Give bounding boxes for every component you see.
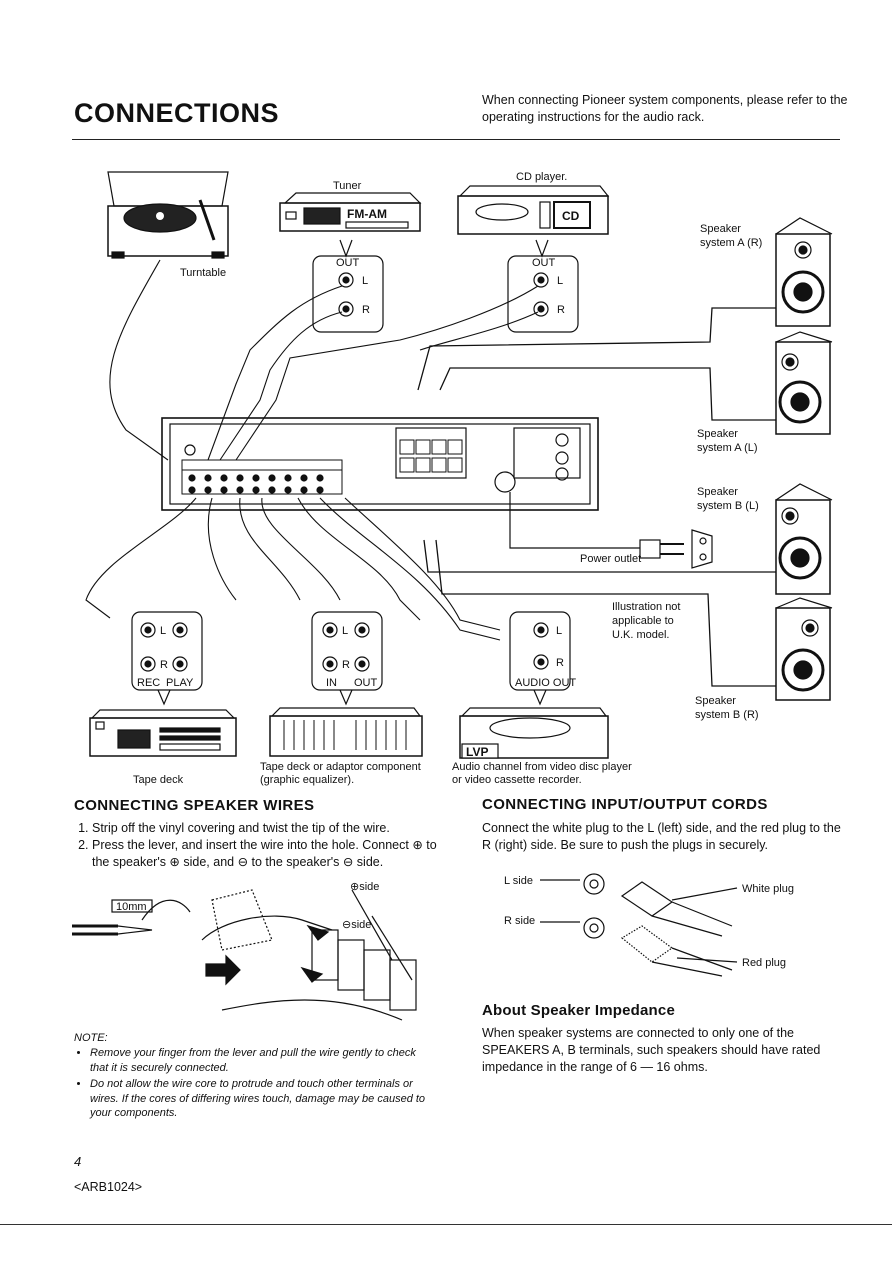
speaker-wires-section: CONNECTING SPEAKER WIRES Strip off the v… <box>74 797 444 871</box>
speaker-a-right <box>775 217 833 327</box>
svg-text:R: R <box>557 304 565 316</box>
tuner-label: Tuner <box>333 180 362 192</box>
l-side-label: L side <box>504 875 533 887</box>
footer-rule <box>0 1224 892 1225</box>
svg-text:R: R <box>362 304 370 316</box>
svg-text:OUT: OUT <box>336 257 360 269</box>
speaker-wires <box>417 307 776 687</box>
step-1: Strip off the vinyl covering and twist t… <box>92 820 444 837</box>
caption-equalizer: Tape deck or adaptor component (graphic … <box>260 761 421 786</box>
white-plug-label: White plug <box>742 883 794 895</box>
tape-deck-jacks: L R REC PLAY <box>131 611 203 706</box>
caption-video: Audio channel from video disc player or … <box>452 761 632 786</box>
svg-text:AUDIO OUT: AUDIO OUT <box>515 677 576 689</box>
speaker-wires-notes: NOTE: Remove your finger from the lever … <box>74 1032 436 1123</box>
speaker-b-l-label-1: Speaker <box>697 486 738 498</box>
svg-text:R: R <box>342 659 350 671</box>
step-2: Press the lever, and insert the wire int… <box>92 837 444 871</box>
speaker-wires-steps: Strip off the vinyl covering and twist t… <box>74 820 444 871</box>
cd-player-label: CD player. <box>516 171 567 183</box>
plug-illustration: L side R side White plug Red plug <box>504 873 794 977</box>
svg-text:PLAY: PLAY <box>166 677 194 689</box>
tuner-out-jacks: OUT L R <box>312 239 384 333</box>
power-cord <box>509 530 640 549</box>
wire-insertion-illustration: 10mm ⊕side ⊖side <box>72 881 417 1021</box>
impedance-section: About Speaker Impedance When speaker sys… <box>482 1002 844 1076</box>
page-number: 4 <box>74 1154 82 1169</box>
illustration-note-1: Illustration not <box>612 601 680 613</box>
note-2: Do not allow the wire core to protrude a… <box>90 1077 436 1121</box>
tape-deck-illustration <box>89 709 237 757</box>
speaker-b-r-label-2: system B (R) <box>695 709 759 721</box>
speaker-a-left <box>775 331 833 435</box>
svg-text:IN: IN <box>326 677 337 689</box>
power-outlet-label: Power outlet <box>580 553 641 565</box>
svg-text:L: L <box>556 625 562 637</box>
speaker-b-right <box>775 597 833 701</box>
page-title: CONNECTIONS <box>74 98 280 128</box>
connection-diagram: Turntable Tuner FM-AM CD player. CD OUT … <box>85 171 833 759</box>
red-plug-label: Red plug <box>742 957 786 969</box>
laser-disc-player-illustration: LVP <box>459 707 609 759</box>
input-cables <box>85 259 539 641</box>
speaker-a-l-label-2: system A (L) <box>697 442 758 454</box>
lvp-badge: LVP <box>466 745 488 759</box>
svg-text:OUT: OUT <box>354 677 378 689</box>
impedance-heading: About Speaker Impedance <box>482 1002 675 1019</box>
speaker-a-r-label-1: Speaker <box>700 223 741 235</box>
document-code: <ARB1024> <box>74 1180 143 1194</box>
r-side-label: R side <box>504 915 535 927</box>
equalizer-jacks: L R IN OUT <box>311 611 383 706</box>
turntable-label: Turntable <box>180 267 226 279</box>
speaker-a-r-label-2: system A (R) <box>700 237 762 249</box>
cd-out-jacks: OUT L R <box>507 239 579 333</box>
speaker-b-l-label-2: system B (L) <box>697 500 759 512</box>
svg-text:R: R <box>160 659 168 671</box>
tuner-display: FM-AM <box>347 207 387 221</box>
illustration-note-2: applicable to <box>612 615 674 627</box>
svg-text:L: L <box>160 625 166 637</box>
svg-text:L: L <box>362 275 368 287</box>
caption-tape-deck: Tape deck <box>133 774 184 786</box>
svg-text:R: R <box>556 657 564 669</box>
svg-text:L: L <box>342 625 348 637</box>
speaker-b-r-label-1: Speaker <box>695 695 736 707</box>
illustration-note-3: U.K. model. <box>612 629 669 641</box>
io-cords-section: CONNECTING INPUT/OUTPUT CORDS Connect th… <box>482 796 852 854</box>
minus-side-label: ⊖side <box>342 919 371 931</box>
dim-label: 10mm <box>116 901 147 913</box>
amplifier-rear-panel <box>161 417 599 530</box>
header-rule <box>72 139 840 140</box>
audio-out-jacks: L R AUDIO OUT <box>509 611 576 706</box>
cd-badge: CD <box>562 209 580 223</box>
cd-player-illustration: CD <box>457 185 610 235</box>
speaker-a-l-label-1: Speaker <box>697 428 738 440</box>
graphic-equalizer-illustration <box>269 707 423 757</box>
note-heading: NOTE: <box>74 1032 108 1044</box>
io-cords-text: Connect the white plug to the L (left) s… <box>482 821 841 852</box>
svg-text:OUT: OUT <box>532 257 556 269</box>
plus-side-label: ⊕side <box>350 881 379 893</box>
impedance-text: When speaker systems are connected to on… <box>482 1026 821 1074</box>
speaker-wires-heading: CONNECTING SPEAKER WIRES <box>74 797 315 814</box>
svg-text:REC: REC <box>137 677 160 689</box>
note-1: Remove your finger from the lever and pu… <box>90 1046 436 1075</box>
speaker-b-left <box>775 483 833 595</box>
io-cords-heading: CONNECTING INPUT/OUTPUT CORDS <box>482 796 768 813</box>
power-plug-icon <box>639 529 713 569</box>
tuner-illustration: FM-AM <box>279 192 422 232</box>
svg-text:L: L <box>557 275 563 287</box>
turntable-illustration <box>107 171 229 259</box>
intro-text: When connecting Pioneer system component… <box>482 93 848 124</box>
